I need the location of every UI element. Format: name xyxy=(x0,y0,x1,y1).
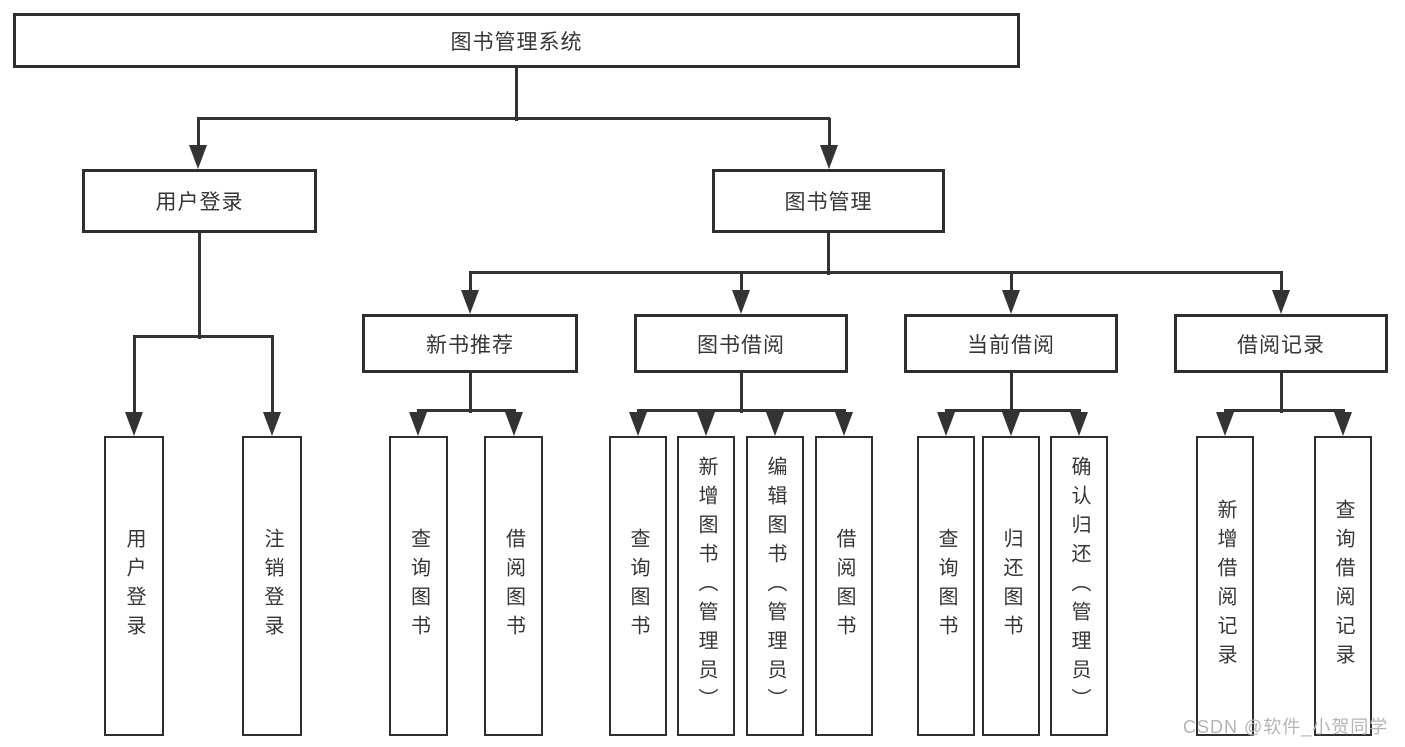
arrowhead-icon xyxy=(263,412,281,436)
connector-hline xyxy=(469,270,1283,274)
arrowhead-icon xyxy=(125,412,143,436)
arrowhead-icon xyxy=(732,290,750,314)
arrowhead-icon xyxy=(505,412,523,436)
leaf-query-books-recommend: 查询图书 xyxy=(389,436,448,736)
node-new-book-recommend: 新书推荐 xyxy=(362,314,578,373)
leaf-query-books-current-label: 查询图书 xyxy=(935,528,957,644)
leaf-return-books-label: 归还图书 xyxy=(1000,528,1022,644)
connector-hline xyxy=(133,334,274,338)
arrowhead-icon xyxy=(409,412,427,436)
arrow-stem xyxy=(196,118,200,149)
arrowhead-icon xyxy=(1272,290,1290,314)
connector-vline xyxy=(1009,371,1013,413)
connector-hline xyxy=(197,116,830,120)
leaf-query-borrow-record: 查询借阅记录 xyxy=(1314,436,1372,736)
node-borrowing-records: 借阅记录 xyxy=(1174,314,1388,373)
connector-vline xyxy=(197,231,201,339)
arrowhead-icon xyxy=(1070,412,1088,436)
arrow-stem xyxy=(739,272,743,294)
leaf-borrow-books-recommend-label: 借阅图书 xyxy=(502,528,525,644)
arrowhead-icon xyxy=(189,145,207,169)
arrow-stem xyxy=(132,336,136,416)
leaf-logout-label: 注销登录 xyxy=(261,528,283,644)
leaf-add-borrow-record-label: 新增借阅记录 xyxy=(1214,499,1236,673)
leaf-borrow-books-borrowing-label: 借阅图书 xyxy=(833,528,855,644)
arrowhead-icon xyxy=(937,412,955,436)
node-user-login: 用户登录 xyxy=(82,169,317,233)
leaf-add-borrow-record: 新增借阅记录 xyxy=(1196,436,1254,736)
leaf-add-books-admin-label: 新增图书（管理员） xyxy=(695,455,717,717)
arrowhead-icon xyxy=(1216,412,1234,436)
arrowhead-icon xyxy=(835,412,853,436)
leaf-add-books-admin: 新增图书（管理员） xyxy=(677,436,735,736)
arrowhead-icon xyxy=(629,412,647,436)
leaf-edit-books-admin: 编辑图书（管理员） xyxy=(746,436,804,736)
arrowhead-icon xyxy=(820,145,838,169)
connector-hline xyxy=(417,408,516,412)
connector-vline xyxy=(514,66,518,121)
leaf-user-login: 用户登录 xyxy=(104,436,164,736)
leaf-borrow-books-borrowing: 借阅图书 xyxy=(815,436,873,736)
arrowhead-icon xyxy=(461,290,479,314)
arrow-stem xyxy=(468,272,472,294)
leaf-query-books-borrowing: 查询图书 xyxy=(609,436,667,736)
watermark: CSDN @软件_小贺同学 xyxy=(1183,717,1389,737)
connector-vline xyxy=(1279,371,1283,413)
arrowhead-icon xyxy=(1334,412,1352,436)
leaf-query-borrow-record-label: 查询借阅记录 xyxy=(1332,499,1354,673)
leaf-return-books: 归还图书 xyxy=(982,436,1040,736)
connector-vline xyxy=(468,371,472,413)
node-library-system: 图书管理系统 xyxy=(13,13,1020,68)
leaf-borrow-books-recommend: 借阅图书 xyxy=(484,436,543,736)
leaf-query-books-recommend-label: 查询图书 xyxy=(407,528,430,644)
arrow-stem xyxy=(827,118,831,149)
node-book-borrowing: 图书借阅 xyxy=(634,314,848,373)
leaf-user-login-label: 用户登录 xyxy=(123,528,145,644)
leaf-confirm-return-admin: 确认归还（管理员） xyxy=(1050,436,1108,736)
arrowhead-icon xyxy=(1002,412,1020,436)
node-current-borrowing: 当前借阅 xyxy=(904,314,1118,373)
leaf-logout: 注销登录 xyxy=(242,436,302,736)
connector-hline xyxy=(945,408,1081,412)
connector-hline xyxy=(1224,408,1345,412)
arrow-stem xyxy=(270,336,274,416)
arrow-stem xyxy=(1009,272,1013,294)
connector-hline xyxy=(637,408,846,412)
connector-vline xyxy=(739,371,743,413)
arrowhead-icon xyxy=(1002,290,1020,314)
leaf-edit-books-admin-label: 编辑图书（管理员） xyxy=(764,455,786,717)
leaf-confirm-return-admin-label: 确认归还（管理员） xyxy=(1068,455,1090,717)
node-book-management: 图书管理 xyxy=(712,169,945,233)
connector-vline xyxy=(826,231,830,275)
arrowhead-icon xyxy=(697,412,715,436)
leaf-query-books-current: 查询图书 xyxy=(917,436,975,736)
arrow-stem xyxy=(1279,272,1283,294)
leaf-query-books-borrowing-label: 查询图书 xyxy=(627,528,649,644)
arrowhead-icon xyxy=(766,412,784,436)
